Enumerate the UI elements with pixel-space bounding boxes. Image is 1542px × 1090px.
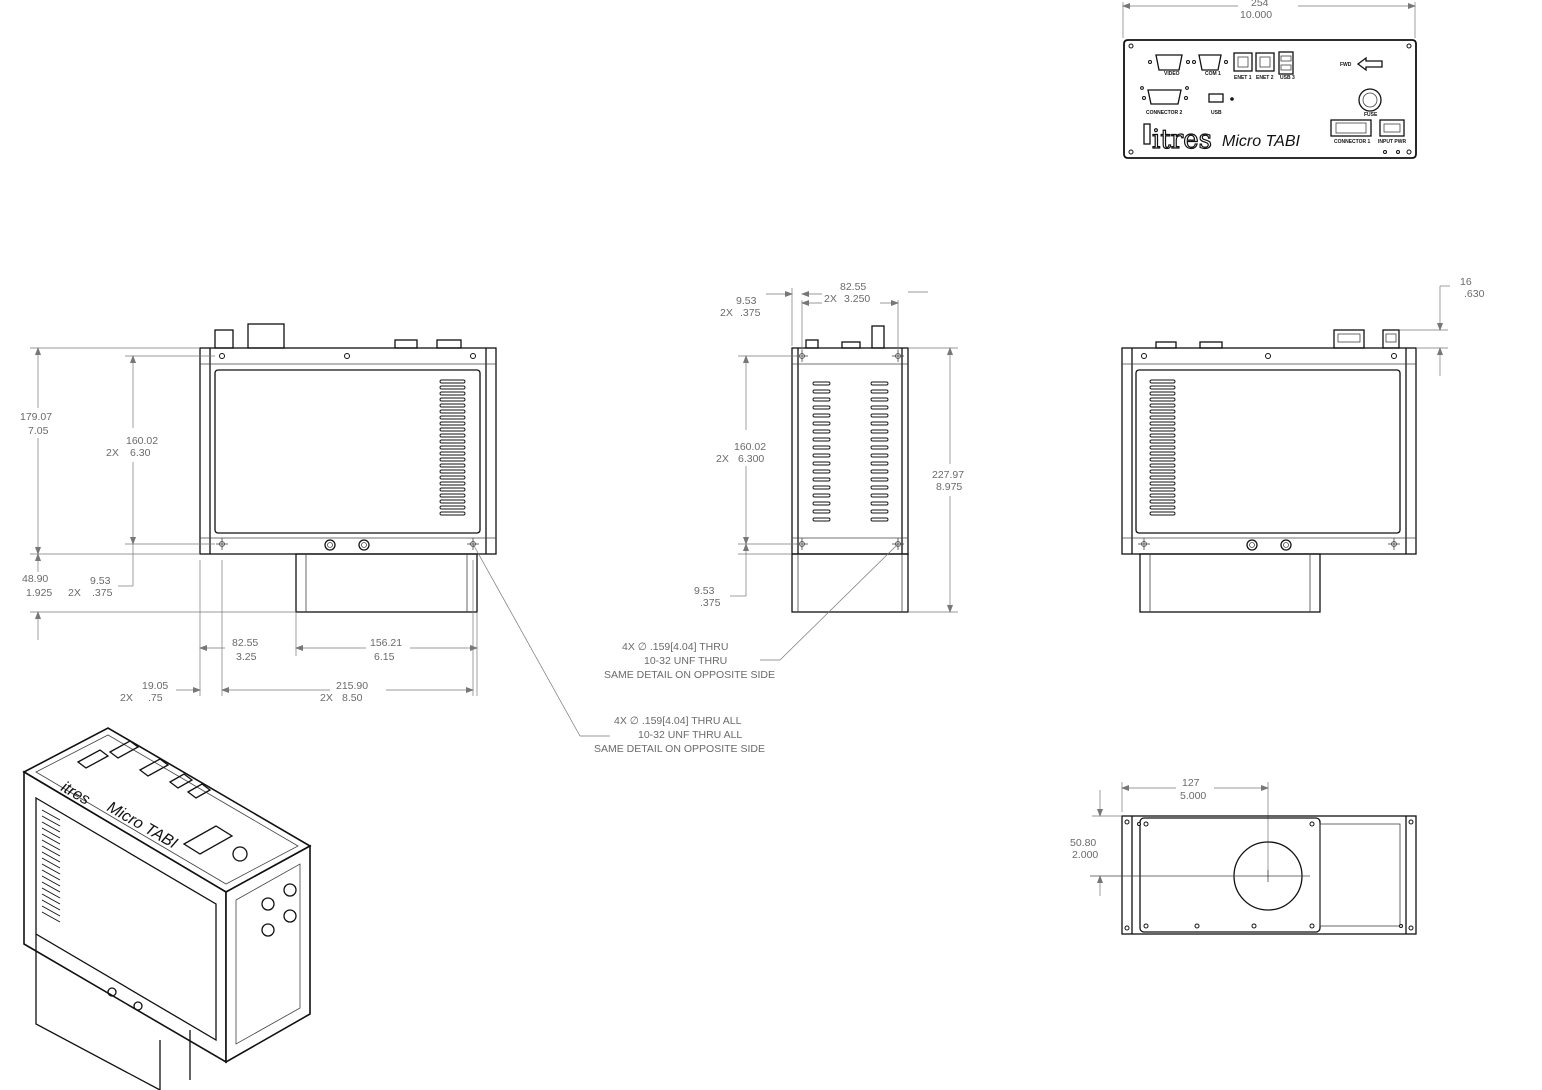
- video-label: VIDEO: [1164, 71, 1180, 77]
- panel-width-in: 10.000: [1240, 9, 1272, 21]
- side-edge-mm: 9.53: [736, 295, 757, 307]
- side-bottom-mm: 9.53: [694, 585, 715, 597]
- isometric-view: itres Micro TABI: [22, 727, 312, 1090]
- front-holes-in: 8.50: [342, 692, 363, 704]
- input-pwr-label: INPUT PWR: [1378, 139, 1406, 145]
- panel-width-mm: 254: [1251, 0, 1269, 9]
- front-edge-count: 2X: [68, 587, 81, 599]
- front-view: 179.07 7.05 2X 160.02 6.30 48.90 1.925 2…: [20, 323, 765, 755]
- brand-name: Micro TABI: [1222, 133, 1300, 150]
- front-height-mm: 179.07: [20, 411, 52, 423]
- front-foot-mm: 82.55: [232, 637, 258, 649]
- front-side-mm: 19.05: [142, 680, 168, 692]
- front-footw-mm: 156.21: [370, 637, 402, 649]
- front-base-in: 1.925: [26, 587, 52, 599]
- usb-label: USB: [1211, 110, 1222, 116]
- front-side-count: 2X: [120, 692, 133, 704]
- front-base-mm: 48.90: [22, 573, 48, 585]
- front-span-in: 6.30: [130, 447, 151, 459]
- side-span-mm: 160.02: [734, 441, 766, 453]
- usb3-label: USB 3: [1280, 75, 1295, 81]
- front-note-line3: SAME DETAIL ON OPPOSITE SIDE: [594, 743, 765, 755]
- front-span-count: 2X: [106, 447, 119, 459]
- panel-view: 254 10.000 VIDEO COM 1 ENET 1 ENET 2 USB…: [1122, 0, 1417, 159]
- rear-conn-in: .630: [1464, 288, 1485, 300]
- com1-label: COM 1: [1205, 71, 1221, 77]
- front-note-line2: 10-32 UNF THRU ALL: [638, 729, 742, 741]
- logo-text: itres: [1152, 125, 1212, 155]
- bottom-offset-in: 2.000: [1072, 849, 1098, 861]
- side-total-in: 8.975: [936, 481, 962, 493]
- front-side-in: .75: [148, 692, 163, 704]
- front-span-mm: 160.02: [126, 435, 158, 447]
- bottom-center-in: 5.000: [1180, 790, 1206, 802]
- itres-logo: itres: [1143, 123, 1213, 156]
- front-footw-in: 6.15: [374, 651, 395, 663]
- side-edge-count: 2X: [720, 307, 733, 319]
- side-note-line3: SAME DETAIL ON OPPOSITE SIDE: [604, 669, 775, 681]
- fuse-label: FUSE: [1364, 112, 1378, 118]
- fwd-arrow-icon: [1356, 56, 1383, 72]
- bottom-center-mm: 127: [1182, 777, 1200, 789]
- side-span-in: 6.300: [738, 453, 764, 465]
- side-top-count: 2X: [824, 293, 837, 305]
- side-edge-in: .375: [740, 307, 761, 319]
- side-top-mm: 82.55: [840, 281, 866, 293]
- bottom-offset-mm: 50.80: [1070, 837, 1096, 849]
- side-bottom-in: .375: [700, 597, 721, 609]
- enet2-label: ENET 2: [1256, 75, 1274, 81]
- connector1-label: CONNECTOR 1: [1334, 139, 1371, 145]
- front-note-line1: 4X ∅ .159[4.04] THRU ALL: [614, 715, 742, 727]
- side-view: 2X 9.53 .375 2X 82.55 3.250 2X 160.02 6.…: [604, 281, 964, 681]
- side-total-mm: 227.97: [932, 469, 964, 481]
- front-height-in: 7.05: [28, 425, 49, 437]
- rear-view: 16 .630: [1121, 276, 1485, 613]
- enet1-label: ENET 1: [1234, 75, 1252, 81]
- rear-conn-mm: 16: [1460, 276, 1472, 288]
- side-note-line2: 10-32 UNF THRU: [644, 655, 727, 667]
- fwd-label: FWD: [1340, 62, 1352, 68]
- front-foot-in: 3.25: [236, 651, 257, 663]
- front-edge-in: .375: [92, 587, 113, 599]
- front-holes-count: 2X: [320, 692, 333, 704]
- front-edge-mm: 9.53: [90, 575, 111, 587]
- side-top-in: 3.250: [844, 293, 870, 305]
- front-holes-mm: 215.90: [336, 680, 368, 692]
- side-note-line1: 4X ∅ .159[4.04] THRU: [622, 641, 728, 653]
- bottom-view: 127 5.000 50.80 2.000: [1070, 777, 1417, 935]
- side-span-count: 2X: [716, 453, 729, 465]
- connector2-label: CONNECTOR 2: [1146, 110, 1183, 116]
